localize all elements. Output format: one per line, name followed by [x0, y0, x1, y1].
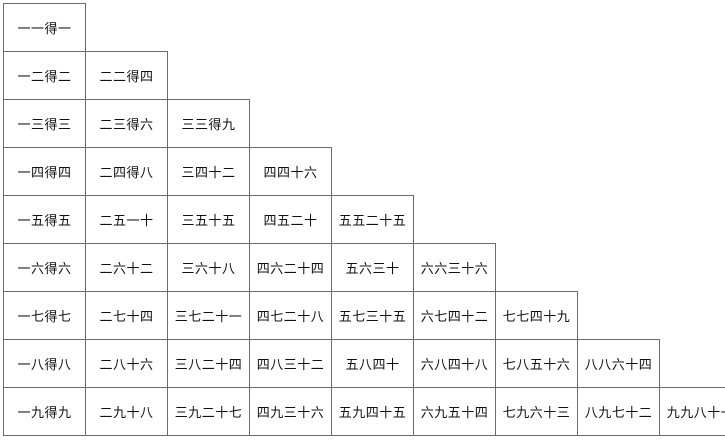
- table-cell: 一一得一: [3, 3, 86, 52]
- table-cell: 四四十六: [249, 147, 332, 196]
- table-cell: 二四得八: [85, 147, 168, 196]
- table-cell: 一七得七: [3, 291, 86, 340]
- multiplication-table: 一一得一一二得二二二得四一三得三二三得六三三得九一四得四二四得八三四十二四四十六…: [3, 3, 725, 436]
- table-cell: 三七二十一: [167, 291, 250, 340]
- table-cell: 四七二十八: [249, 291, 332, 340]
- table-cell: 一二得二: [3, 51, 86, 100]
- table-cell: 三六十八: [167, 243, 250, 292]
- table-cell: 六六三十六: [413, 243, 496, 292]
- table-cell: 一四得四: [3, 147, 86, 196]
- table-cell: 五五二十五: [331, 195, 414, 244]
- table-cell: 八八六十四: [577, 339, 660, 388]
- table-cell: 五六三十: [331, 243, 414, 292]
- table-cell: 五七三十五: [331, 291, 414, 340]
- table-cell: 三九二十七: [167, 387, 250, 436]
- table-cell: 四六二十四: [249, 243, 332, 292]
- table-cell: 二八十六: [85, 339, 168, 388]
- table-cell: 一八得八: [3, 339, 86, 388]
- table-cell: 一三得三: [3, 99, 86, 148]
- table-cell: 三三得九: [167, 99, 250, 148]
- table-cell: 五八四十: [331, 339, 414, 388]
- table-cell: 二七十四: [85, 291, 168, 340]
- table-cell: 三四十二: [167, 147, 250, 196]
- table-cell: 九九八十一: [659, 387, 725, 436]
- table-cell: 七七四十九: [495, 291, 578, 340]
- table-cell: 四五二十: [249, 195, 332, 244]
- table-cell: 五九四十五: [331, 387, 414, 436]
- table-cell: 二六十二: [85, 243, 168, 292]
- table-cell: 二二得四: [85, 51, 168, 100]
- table-cell: 一六得六: [3, 243, 86, 292]
- table-cell: 四九三十六: [249, 387, 332, 436]
- table-cell: 七九六十三: [495, 387, 578, 436]
- table-cell: 四八三十二: [249, 339, 332, 388]
- table-cell: 二五一十: [85, 195, 168, 244]
- table-cell: 六八四十八: [413, 339, 496, 388]
- table-cell: 三八二十四: [167, 339, 250, 388]
- table-cell: 七八五十六: [495, 339, 578, 388]
- table-cell: 一九得九: [3, 387, 86, 436]
- table-cell: 二三得六: [85, 99, 168, 148]
- table-cell: 三五十五: [167, 195, 250, 244]
- table-cell: 六七四十二: [413, 291, 496, 340]
- table-cell: 二九十八: [85, 387, 168, 436]
- table-cell: 八九七十二: [577, 387, 660, 436]
- table-cell: 一五得五: [3, 195, 86, 244]
- table-cell: 六九五十四: [413, 387, 496, 436]
